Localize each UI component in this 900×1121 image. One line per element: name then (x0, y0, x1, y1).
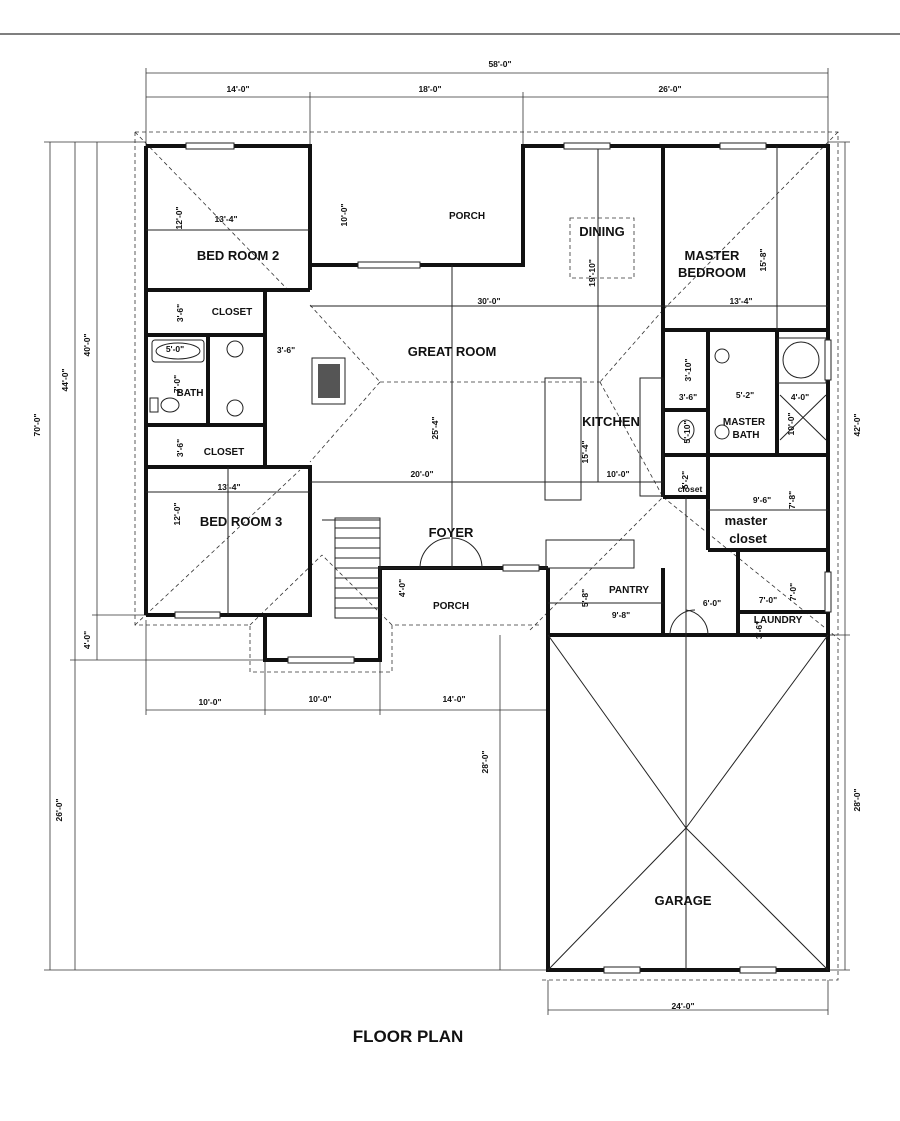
pantry-label: PANTRY (609, 585, 649, 596)
kitchen-w-label: 10'-0" (606, 469, 629, 479)
laundry-label: LAUNDRY (754, 615, 803, 626)
left-44-label: 44'-0" (60, 368, 70, 391)
master-h-label: 15'-8" (758, 248, 768, 271)
bed3-w-label: 13'-4" (217, 482, 240, 492)
top-left-label: 14'-0" (226, 84, 249, 94)
great-h-label: 25'-4" (430, 416, 440, 439)
laundry-316-label: 3'-6" (754, 621, 764, 639)
overall-width-label: 58'-0" (488, 59, 511, 69)
master-closet-label-2: closet (729, 531, 767, 546)
garage-28-label: 28'-0" (480, 750, 490, 773)
bottom-10b-label: 10'-0" (308, 694, 331, 704)
top-mid-label: 18'-0" (418, 84, 441, 94)
dining-h-label: 19'-10" (587, 259, 597, 287)
master-w-label: 13'-4" (729, 296, 752, 306)
windows (174, 142, 832, 974)
small-closet-label: closet (678, 484, 703, 494)
dining-label: DINING (579, 224, 625, 239)
left-26-label: 26'-0" (54, 798, 64, 821)
mb-100-label: 10'-0" (786, 412, 796, 435)
closet2-label: CLOSET (204, 447, 245, 458)
closet-52-label: 5'-2" (680, 471, 690, 489)
closet2-h-label: 3'-6" (175, 439, 185, 457)
wc-310-label: 3'-10" (683, 358, 693, 381)
bed2-h-label: 12'-0" (174, 206, 184, 229)
porch-h-label: 10'-0" (339, 203, 349, 226)
kitchen-label: KITCHEN (582, 414, 640, 429)
floor-plan-title: FLOOR PLAN (353, 1027, 464, 1046)
master-bath-label-1: MASTER (723, 417, 766, 428)
porch-front-label: PORCH (433, 601, 469, 612)
closet1-h-label: 3'-6" (175, 304, 185, 322)
doors (419, 537, 709, 636)
room-labels: BED ROOM 2 PORCH DINING MASTER BEDROOM C… (176, 211, 802, 908)
left-4-label: 4'-0" (82, 631, 92, 649)
dimension-labels: 58'-0" 14'-0" 18'-0" 26'-0" 70'-0" 44'-0… (32, 59, 862, 1011)
hall-35-label: 3'-6" (277, 345, 295, 355)
bed3-h-label: 12'-0" (172, 502, 182, 525)
mb-36-label: 3'-6" (679, 392, 697, 402)
bed2-w-label: 13'-4" (214, 214, 237, 224)
mb-52-label: 5'-2" (736, 390, 754, 400)
stairs (334, 517, 381, 619)
tub-w-label: 5'-0" (166, 344, 184, 354)
great-low-label: 20'-0" (410, 469, 433, 479)
porch-40-label: 4'-0" (397, 579, 407, 597)
porch-top-label: PORCH (449, 211, 485, 222)
dining-fixture-outline (569, 217, 635, 279)
kitchen-counters (544, 377, 664, 569)
great-room-label: GREAT ROOM (408, 344, 497, 359)
pantry-98-label: 9'-8" (612, 610, 630, 620)
laundry-70b-label: 7'-0" (788, 583, 798, 601)
master-bath-label-2: BATH (732, 430, 759, 441)
mb-510-label: 5'-10" (682, 420, 692, 443)
master-closet-label-1: master (725, 513, 768, 528)
garage-width-label: 24'-0" (671, 1001, 694, 1011)
mc-78-label: 7'-8" (787, 491, 797, 509)
top-right-label: 26'-0" (658, 84, 681, 94)
dimension-lines (44, 68, 850, 1015)
roof-outline (134, 131, 841, 981)
bottom-14-label: 14'-0" (442, 694, 465, 704)
bedroom3-label: BED ROOM 3 (200, 514, 282, 529)
garage-label: GARAGE (654, 893, 711, 908)
great-w-label: 30'-0" (477, 296, 500, 306)
master-bedroom-label-1: MASTER (685, 248, 741, 263)
right-28-label: 28'-0" (852, 788, 862, 811)
interior-lines (146, 146, 829, 971)
bedroom2-label: BED ROOM 2 (197, 248, 279, 263)
fireplace (311, 357, 346, 405)
kitchen-h-label: 15'-4" (580, 440, 590, 463)
mc-96-label: 9'-6" (753, 495, 771, 505)
right-42-label: 42'-0" (852, 413, 862, 436)
bath-h-label: 7'-0" (172, 375, 182, 393)
left-40-label: 40'-0" (82, 333, 92, 356)
left-70-label: 70'-0" (32, 413, 42, 436)
laundry-70a-label: 7'-0" (759, 595, 777, 605)
master-bedroom-label-2: BEDROOM (678, 265, 746, 280)
hall-60-label: 6'-0" (703, 598, 721, 608)
closet1-label: CLOSET (212, 307, 253, 318)
bottom-10a-label: 10'-0" (198, 697, 221, 707)
bath-label: BATH (176, 388, 203, 399)
pantry-58-label: 5'-8" (580, 589, 590, 607)
foyer-label: FOYER (429, 525, 474, 540)
mb-40-label: 4'-0" (791, 392, 809, 402)
